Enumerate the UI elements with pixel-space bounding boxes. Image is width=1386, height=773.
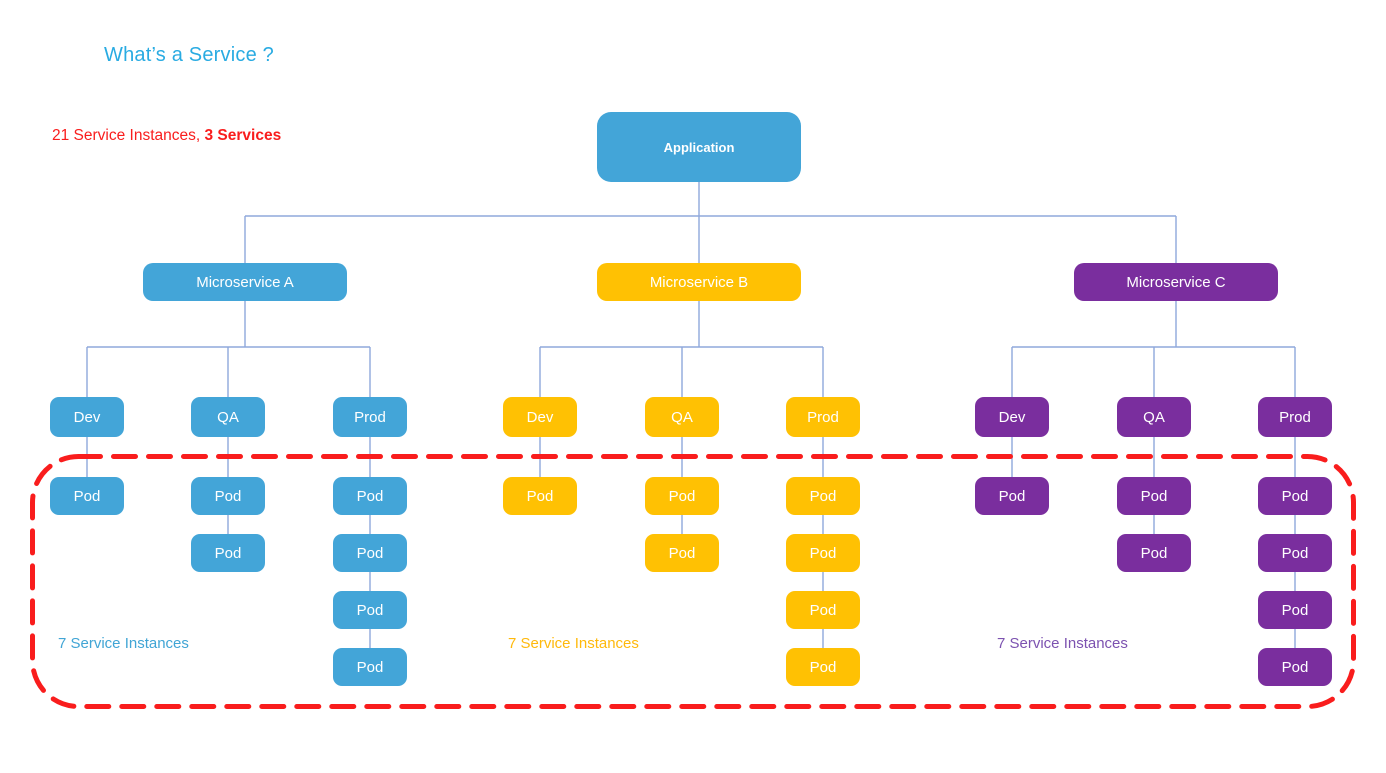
node-pod: Pod [333, 648, 407, 686]
node-env-2-dev: Dev [975, 397, 1049, 437]
node-pod: Pod [191, 534, 265, 572]
node-microservice-2: Microservice C [1074, 263, 1278, 301]
service-2-instances-label: 7 Service Instances [997, 635, 1128, 652]
node-pod: Pod [645, 534, 719, 572]
node-pod: Pod [786, 648, 860, 686]
node-pod: Pod [645, 477, 719, 515]
node-pod: Pod [1258, 591, 1332, 629]
node-pod: Pod [503, 477, 577, 515]
node-env-1-dev: Dev [503, 397, 577, 437]
node-pod: Pod [191, 477, 265, 515]
node-pod: Pod [786, 591, 860, 629]
node-env-1-prod: Prod [786, 397, 860, 437]
node-pod: Pod [50, 477, 124, 515]
node-pod: Pod [1117, 534, 1191, 572]
summary-normal: 21 Service Instances, [52, 127, 205, 144]
service-0-instances-label: 7 Service Instances [58, 635, 189, 652]
page-title: What’s a Service ? [104, 44, 274, 66]
node-pod: Pod [333, 534, 407, 572]
node-env-0-prod: Prod [333, 397, 407, 437]
highlight-region-outline [30, 454, 1356, 709]
summary-text: 21 Service Instances, 3 Services [52, 127, 281, 145]
node-pod: Pod [975, 477, 1049, 515]
node-env-2-prod: Prod [1258, 397, 1332, 437]
node-pod: Pod [333, 477, 407, 515]
node-pod: Pod [1258, 477, 1332, 515]
node-env-0-dev: Dev [50, 397, 124, 437]
node-microservice-1: Microservice B [597, 263, 801, 301]
node-pod: Pod [1258, 648, 1332, 686]
node-microservice-0: Microservice A [143, 263, 347, 301]
service-1-instances-label: 7 Service Instances [508, 635, 639, 652]
node-pod: Pod [786, 534, 860, 572]
node-env-1-qa: QA [645, 397, 719, 437]
node-application: Application [597, 112, 801, 182]
node-pod: Pod [786, 477, 860, 515]
summary-bold: 3 Services [204, 127, 282, 144]
node-pod: Pod [333, 591, 407, 629]
node-env-0-qa: QA [191, 397, 265, 437]
node-pod: Pod [1117, 477, 1191, 515]
node-pod: Pod [1258, 534, 1332, 572]
node-env-2-qa: QA [1117, 397, 1191, 437]
